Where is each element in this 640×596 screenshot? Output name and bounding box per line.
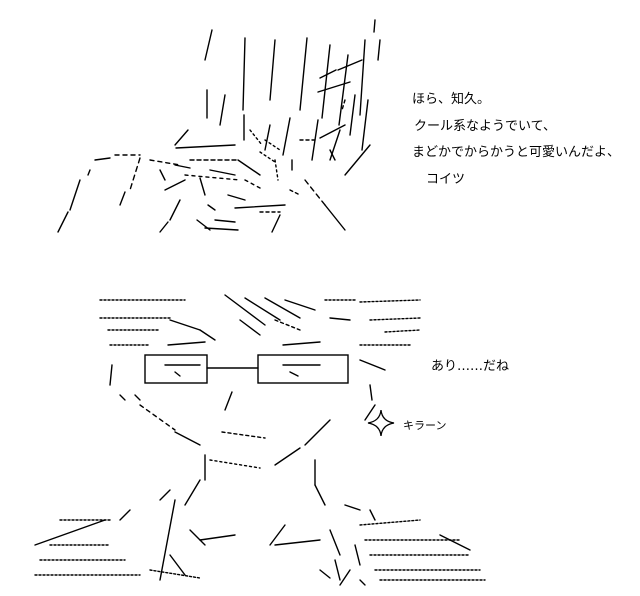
dialogue-line: クール系なようでいて、 bbox=[414, 118, 556, 134]
dialogue-line: コイツ bbox=[426, 171, 466, 187]
sparkle-icon bbox=[367, 409, 395, 437]
bottom-dialogue: あり……だね bbox=[431, 359, 510, 374]
dialogue-line: ほら、知久。 bbox=[412, 92, 491, 107]
sound-effect-text: キラーン bbox=[403, 419, 447, 432]
dialogue-line: まどかでからかうと可愛いんだよ、 bbox=[412, 145, 621, 161]
top-dialogue: ほら、知久。 クール系なようでいて、 まどかでからかうと可愛いんだよ、 コイツ bbox=[412, 92, 620, 198]
